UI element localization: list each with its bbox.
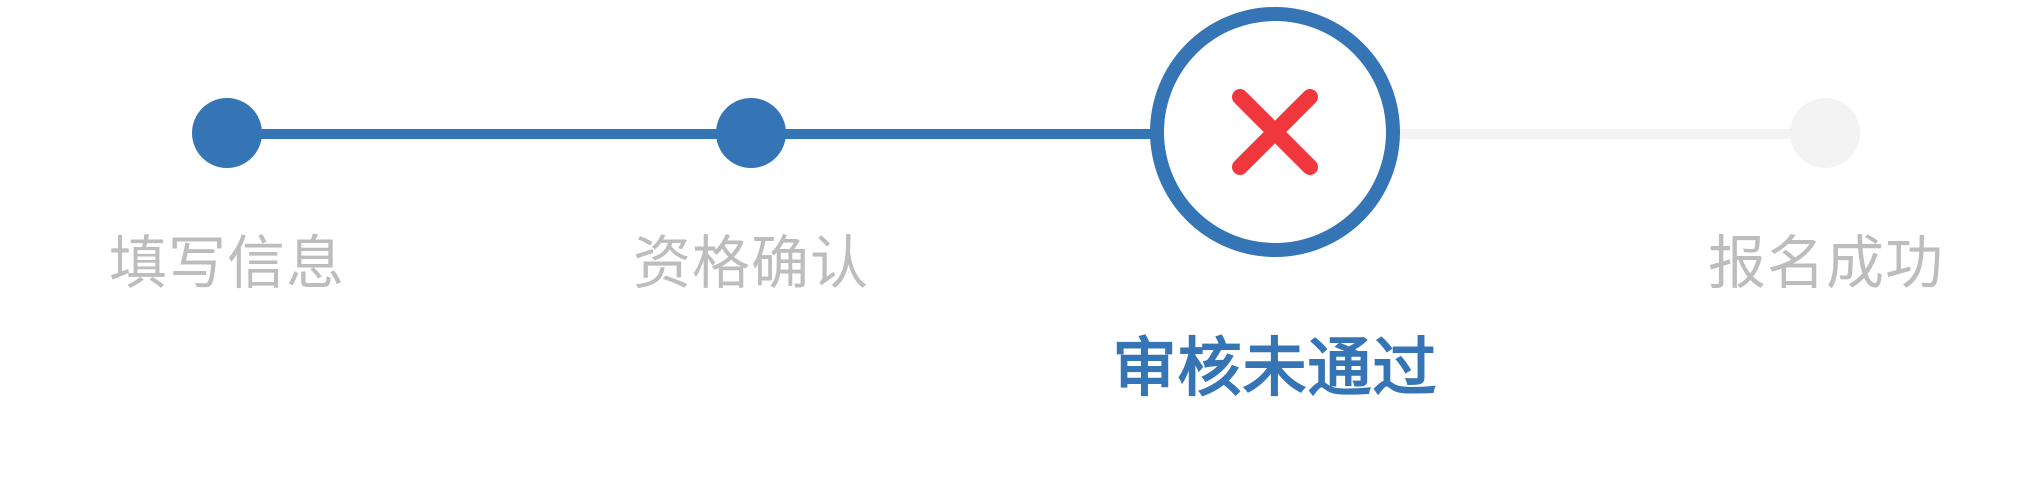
step-1-label: 填写信息	[108, 229, 346, 297]
step-2-label: 资格确认	[632, 229, 870, 297]
step-4-marker	[1790, 98, 1860, 168]
step-connector-3	[1380, 129, 1824, 139]
step-connector-2	[750, 129, 1190, 139]
step-2-marker	[716, 98, 786, 168]
step-3-label: 审核未通过	[1112, 332, 1438, 406]
close-icon	[1232, 89, 1318, 175]
step-connector-1	[226, 129, 750, 139]
step-1-marker	[192, 98, 262, 168]
step-4-label: 报名成功	[1707, 229, 1945, 297]
step-3-marker	[1150, 7, 1400, 257]
